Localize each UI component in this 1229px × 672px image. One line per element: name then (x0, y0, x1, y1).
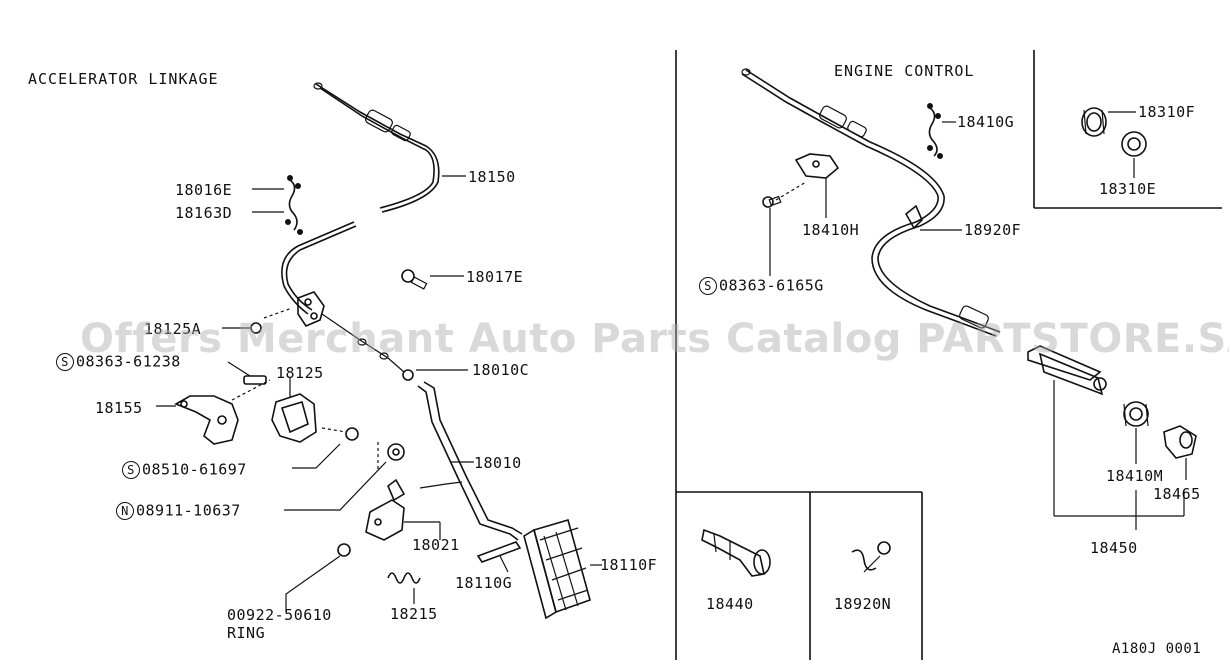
right-panel-title: ENGINE CONTROL (834, 62, 975, 80)
pedal-arm-18010[interactable] (417, 381, 523, 541)
clip-18920f[interactable] (904, 204, 962, 231)
nut-08911-10637[interactable] (284, 442, 405, 511)
label-08363-6165g-text: 08363-6165G (719, 276, 824, 295)
panel-dividers (675, 50, 1222, 660)
label-18465[interactable]: 18465 (1153, 485, 1201, 503)
cap-18465[interactable] (1163, 425, 1197, 480)
label-18310f[interactable]: 18310F (1138, 103, 1196, 121)
label-18410m[interactable]: 18410M (1106, 467, 1164, 485)
label-18110g[interactable]: 18110G (455, 574, 513, 592)
pedal-pad-18110f[interactable] (523, 519, 602, 620)
label-18410h[interactable]: 18410H (802, 221, 860, 239)
watermark-text: Offers Merchant Auto Parts Catalog PARTS… (80, 316, 1229, 362)
figure-code: A180J 0001 (1112, 641, 1202, 657)
grommet-18125a[interactable] (222, 307, 293, 334)
label-08363-61238-text: 08363-61238 (76, 352, 181, 371)
label-18410g[interactable]: 18410G (957, 113, 1015, 131)
pin-18110g[interactable] (476, 541, 522, 573)
label-18150[interactable]: 18150 (468, 168, 516, 186)
grommet-18410m[interactable] (1123, 401, 1149, 464)
lever-18155[interactable] (156, 379, 271, 445)
accelerator-cable-lower[interactable] (281, 221, 357, 315)
label-18920n[interactable]: 18920N (834, 595, 892, 613)
grommet-18310f[interactable] (1081, 107, 1136, 137)
label-18215[interactable]: 18215 (390, 605, 438, 623)
label-18163d[interactable]: 18163D (175, 204, 233, 222)
label-08510-61697-text: 08510-61697 (142, 460, 247, 479)
clip-18016e[interactable] (252, 175, 303, 235)
part-18440[interactable] (701, 528, 771, 577)
left-panel-title: ACCELERATOR LINKAGE (28, 70, 219, 88)
label-18021[interactable]: 18021 (412, 536, 460, 554)
bracket-18125[interactable] (271, 378, 317, 443)
s-circle-icon: S (699, 277, 717, 295)
label-18016e[interactable]: 18016E (175, 181, 233, 199)
label-18010[interactable]: 18010 (474, 454, 522, 472)
clip-18410g[interactable] (927, 103, 957, 159)
label-18017e[interactable]: 18017E (466, 268, 524, 286)
stopper-bracket-18021[interactable] (365, 478, 441, 541)
accelerator-cable-18150[interactable] (313, 82, 466, 213)
label-08911-10637-text: 08911-10637 (136, 501, 241, 520)
label-18125[interactable]: 18125 (276, 364, 324, 382)
bolt-18017e[interactable] (401, 269, 464, 290)
screw-08363-6165g[interactable] (762, 195, 782, 276)
label-00922-50610[interactable]: 00922-50610 (227, 606, 332, 624)
ring-00922-50610[interactable] (285, 543, 351, 612)
spring-18215[interactable] (387, 572, 421, 604)
n-circle-icon: N (116, 502, 134, 520)
clip-18920n[interactable] (851, 541, 891, 573)
cable-bracket[interactable] (297, 291, 468, 381)
label-18125a[interactable]: 18125A (144, 320, 202, 338)
s-circle-icon: S (122, 461, 140, 479)
bolt-08363-61238[interactable] (227, 361, 267, 385)
label-18155[interactable]: 18155 (95, 399, 143, 417)
cable-assembly-18450[interactable] (1027, 345, 1185, 530)
grommet-18310e[interactable] (1121, 131, 1147, 178)
label-18110f[interactable]: 18110F (600, 556, 658, 574)
label-18450[interactable]: 18450 (1090, 539, 1138, 557)
label-18920f[interactable]: 18920F (964, 221, 1022, 239)
bracket-18410h[interactable] (775, 153, 840, 218)
s-circle-icon: S (56, 353, 74, 371)
screw-08510-61697[interactable] (292, 427, 359, 469)
engine-control-cable[interactable] (741, 68, 1001, 337)
label-18310e[interactable]: 18310E (1099, 180, 1157, 198)
label-18440[interactable]: 18440 (706, 595, 754, 613)
label-18010c[interactable]: 18010C (472, 361, 530, 379)
label-ring: RING (227, 624, 266, 642)
